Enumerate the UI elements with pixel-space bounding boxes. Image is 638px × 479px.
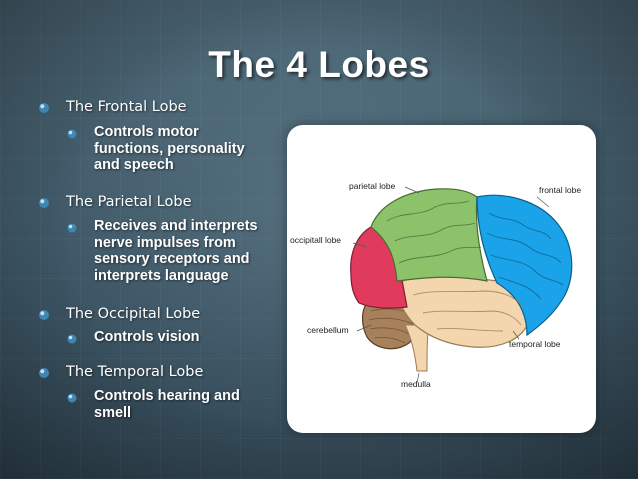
label-frontal: frontal lobe	[539, 185, 581, 195]
bullet-parietal-label: The Parietal Lobe	[66, 194, 192, 210]
brain-diagram: parietal lobe frontal lobe occipitall lo…	[290, 181, 581, 389]
slide-title: The 4 Lobes	[208, 44, 430, 85]
bullet-temporal-detail: Controls hearing and smell	[94, 388, 279, 421]
detail-line: interprets language	[94, 267, 229, 284]
bullet-temporal-label: The Temporal Lobe	[66, 364, 204, 380]
detail-line: nerve impulses from	[94, 234, 236, 251]
detail-line: Controls motor	[94, 124, 199, 140]
label-parietal: parietal lobe	[349, 181, 396, 191]
sub-bullet-icon	[66, 128, 78, 140]
bullet-icon	[38, 309, 50, 321]
detail-line: sensory receptors and	[94, 251, 250, 267]
bullet-icon	[38, 197, 50, 209]
sub-bullet-icon	[66, 333, 78, 345]
bullet-icon	[38, 102, 50, 114]
sub-bullet-icon	[66, 392, 78, 404]
bullet-list: The Frontal Lobe Controls motor function…	[0, 0, 290, 479]
label-medulla: medulla	[401, 379, 431, 389]
bullet-frontal-detail: Controls motor functions, personality an…	[94, 124, 279, 174]
frontal-lobe-region	[476, 194, 573, 337]
detail-line: Controls vision	[94, 329, 200, 345]
bullet-parietal-detail: Receives and interprets nerve impulses f…	[94, 218, 279, 284]
detail-line: and speech	[94, 157, 174, 173]
detail-line: smell	[94, 404, 132, 421]
detail-line: Receives and interprets	[94, 218, 258, 234]
label-occipital: occipitall lobe	[290, 235, 341, 245]
bullet-frontal-label: The Frontal Lobe	[66, 99, 187, 115]
detail-line: Controls hearing and	[94, 388, 240, 404]
label-temporal: temporal lobe	[509, 339, 561, 349]
parietal-lobe-region	[370, 188, 488, 282]
brain-diagram-panel: parietal lobe frontal lobe occipitall lo…	[287, 125, 596, 433]
bullet-occipital-detail: Controls vision	[94, 329, 279, 346]
bullet-occipital-label: The Occipital Lobe	[66, 306, 201, 322]
label-cerebellum: cerebellum	[307, 325, 349, 335]
sub-bullet-icon	[66, 222, 78, 234]
detail-line: functions, personality	[94, 140, 245, 157]
bullet-icon	[38, 367, 50, 379]
